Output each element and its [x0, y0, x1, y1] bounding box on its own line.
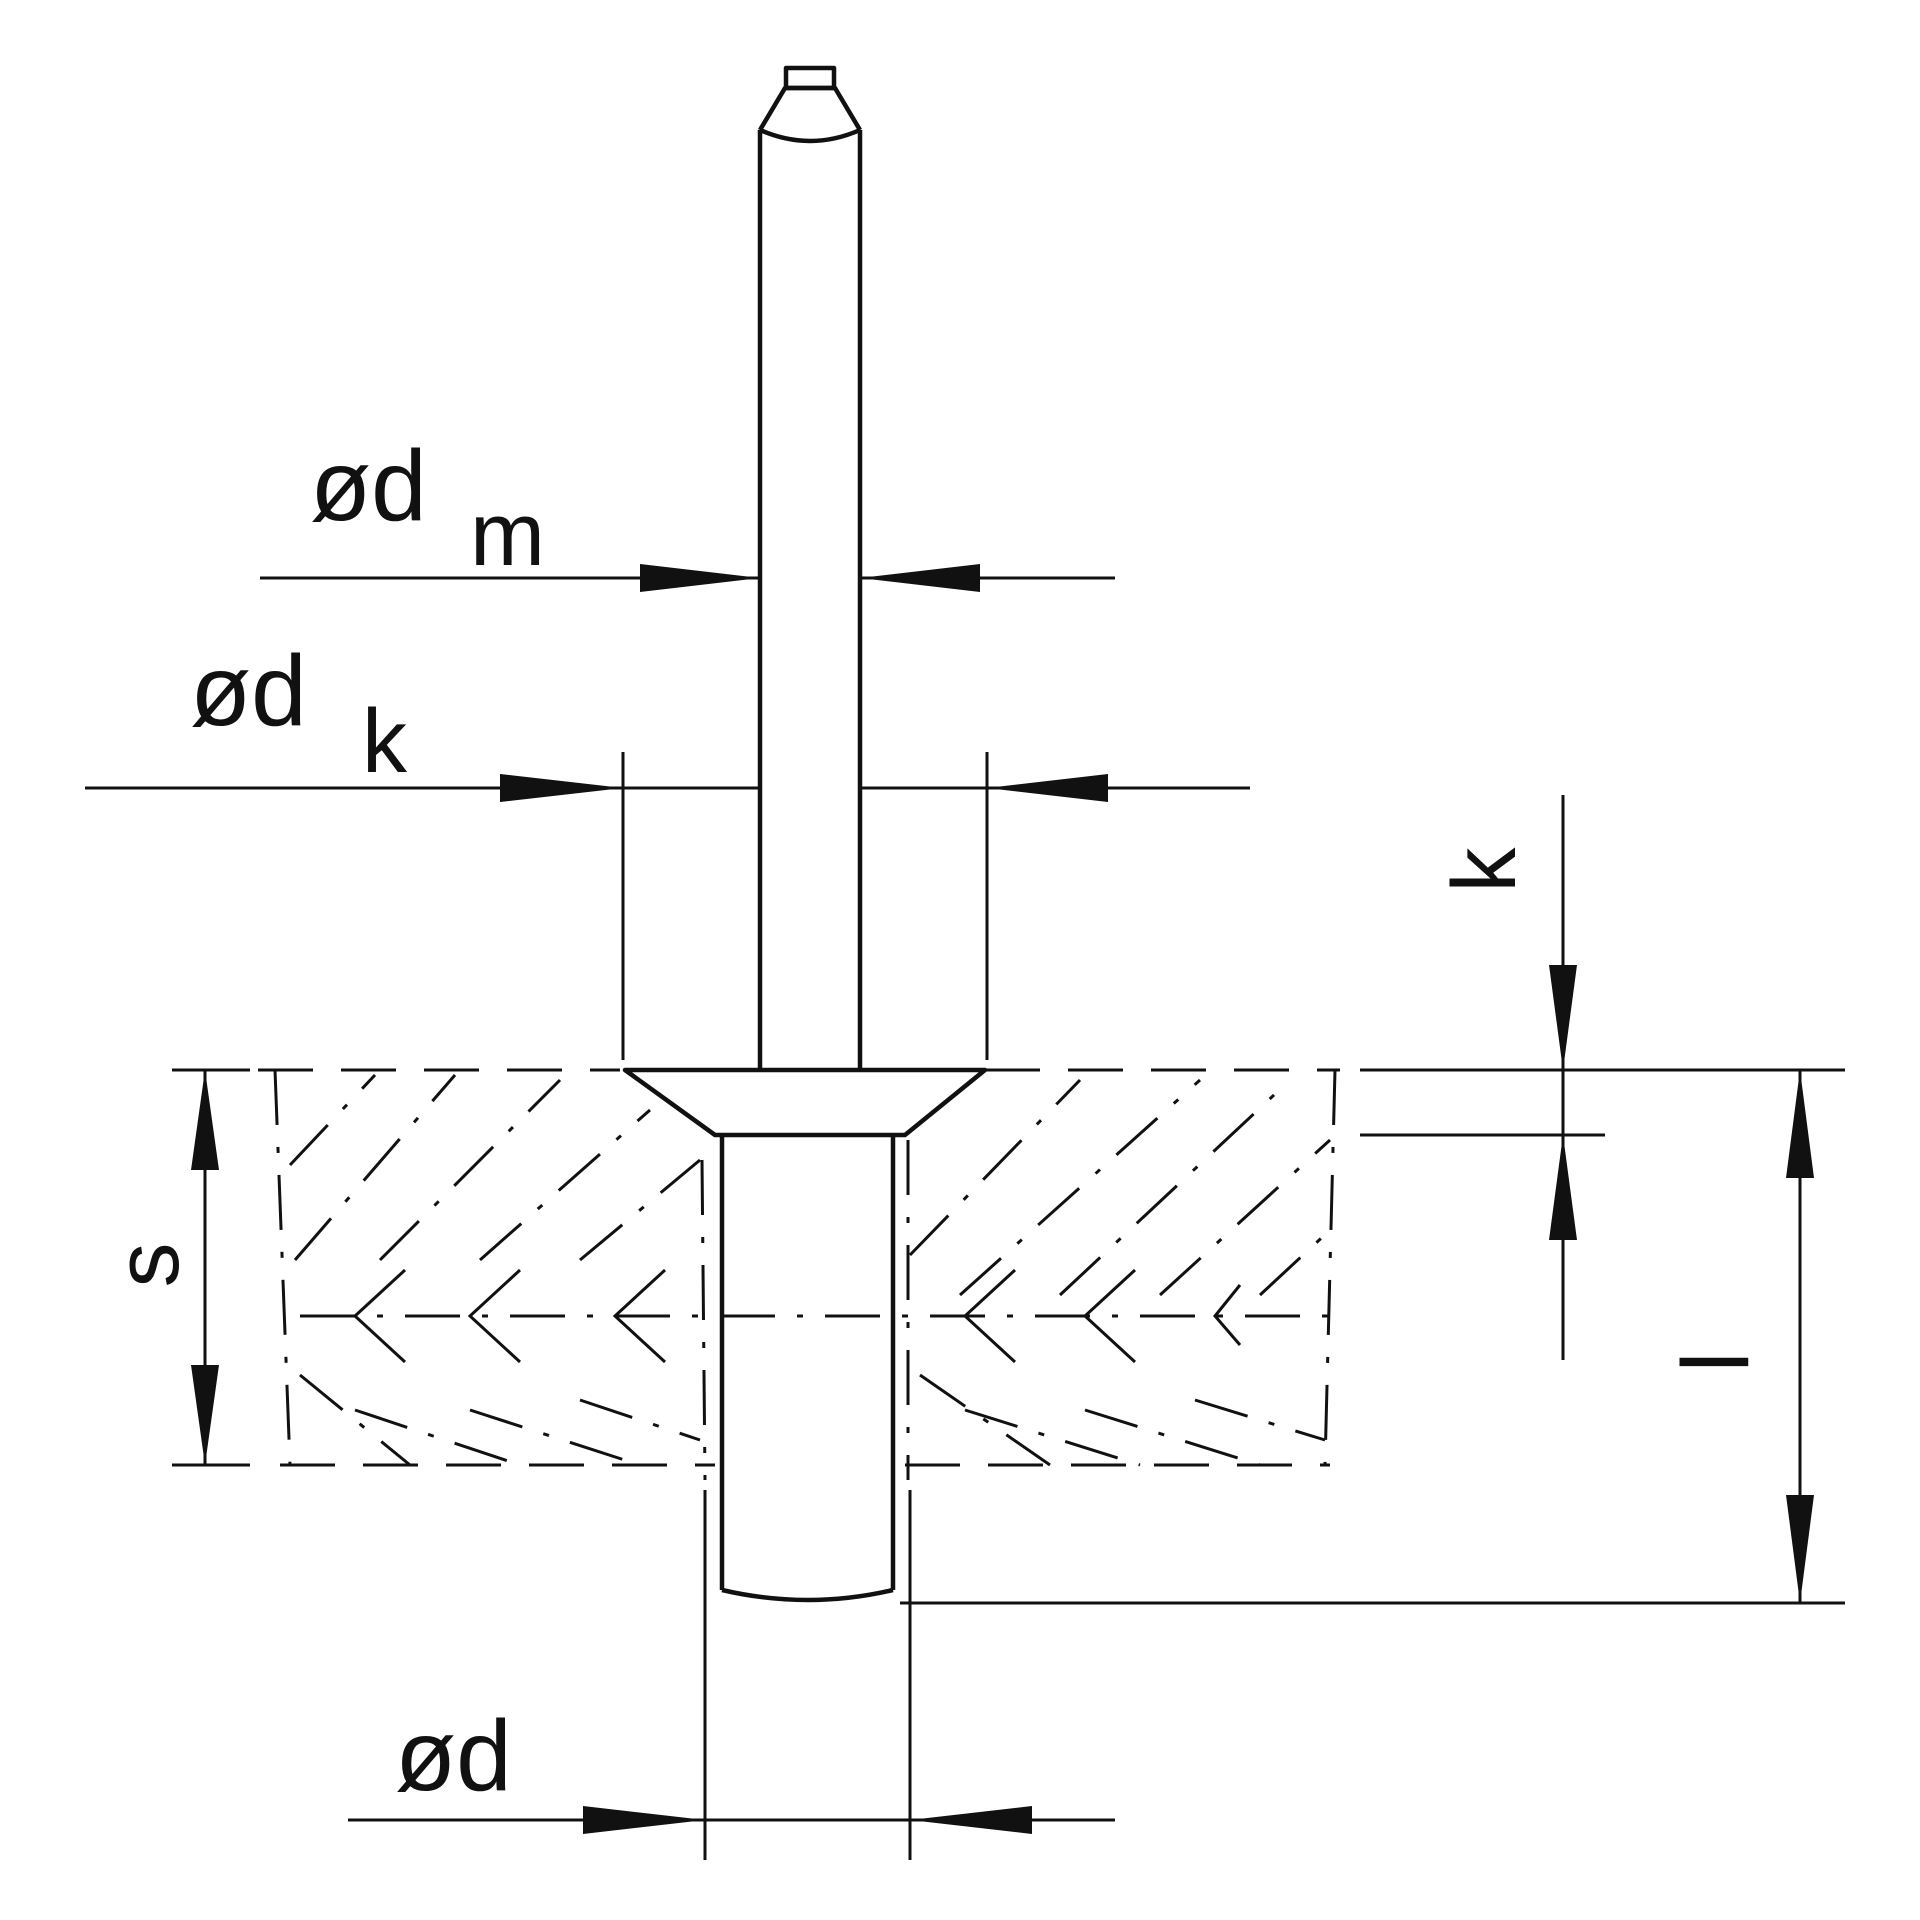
dimension-d — [348, 1490, 1115, 1860]
hatch-lower-right — [919, 1373, 1326, 1467]
hatch-lower-left — [299, 1373, 701, 1467]
label-k: k — [1435, 847, 1535, 893]
label-s: s — [98, 1243, 198, 1288]
rivet — [622, 65, 988, 1603]
hatch-upper-right — [908, 1078, 1332, 1297]
dimension-dk — [85, 752, 1250, 1060]
dimension-s — [172, 1068, 250, 1467]
label-dm: ød — [310, 430, 427, 542]
label-dm-subscript: m — [470, 485, 545, 585]
dimension-dm — [260, 564, 1115, 592]
dimension-k — [1360, 795, 1845, 1360]
rivet-shank — [719, 1135, 896, 1603]
label-d: ød — [395, 1700, 512, 1812]
label-dk-subscript: k — [362, 692, 408, 792]
material-sheets — [175, 1068, 1340, 1481]
mandrel — [757, 65, 863, 1068]
dimension-l — [900, 1070, 1845, 1605]
label-dk: ød — [190, 635, 307, 747]
countersunk-head — [622, 1067, 988, 1138]
hatch-chevrons — [352, 1268, 1242, 1364]
hatch-upper-left — [288, 1073, 701, 1262]
label-l: l — [1663, 1351, 1769, 1372]
